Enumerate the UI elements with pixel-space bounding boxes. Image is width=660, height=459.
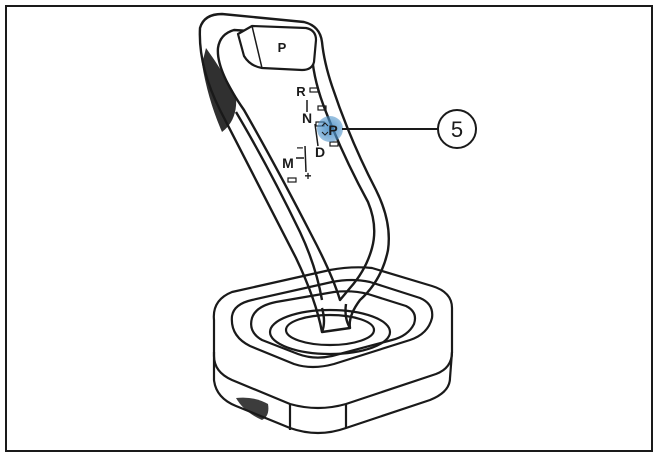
callout-number: 5 bbox=[451, 117, 463, 142]
gear-label-minus: – bbox=[297, 140, 304, 154]
gear-label-reverse: R bbox=[296, 84, 306, 99]
gear-label-neutral: N bbox=[302, 110, 312, 126]
gear-label-park: P bbox=[328, 122, 337, 138]
gear-label-plus: + bbox=[304, 169, 311, 183]
callout-5: 5 bbox=[342, 110, 476, 148]
gear-label-drive: D bbox=[315, 144, 325, 160]
gear-label-manual: M bbox=[282, 155, 294, 171]
park-button: P bbox=[238, 26, 316, 70]
park-button-label: P bbox=[278, 40, 287, 55]
selector-base bbox=[214, 267, 452, 433]
gear-pattern: R N P D M – + bbox=[282, 84, 343, 183]
